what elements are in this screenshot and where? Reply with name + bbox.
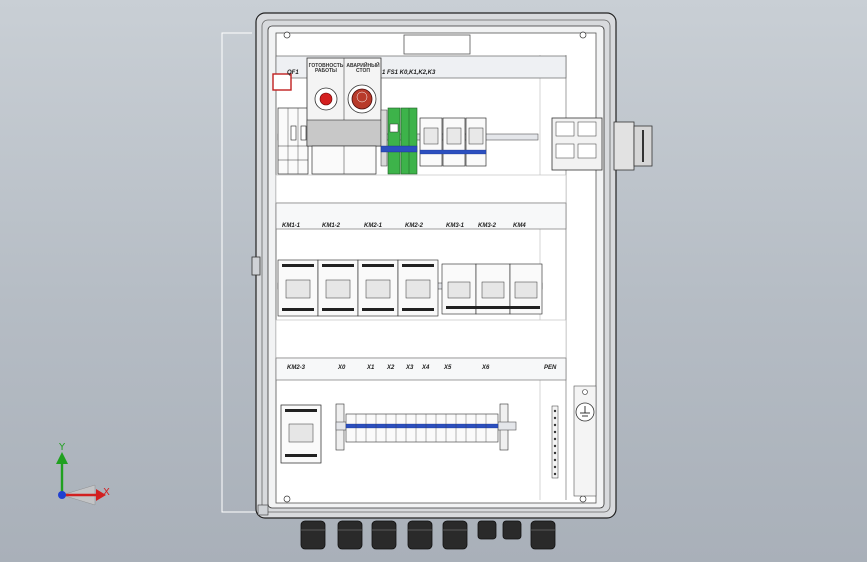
- nameplate-label: [403, 34, 471, 55]
- door-hinge-guide: [221, 32, 256, 513]
- label-km4: KM4: [513, 223, 526, 229]
- label-km1-1: KM1-1: [282, 223, 301, 229]
- cable-glands[interactable]: [300, 520, 556, 550]
- row2-top-duct: [275, 202, 567, 230]
- main-disconnect-switch[interactable]: [551, 117, 653, 171]
- label-ready-header: ГОТОВНОСТЬ РАБОТЫ: [308, 63, 344, 74]
- triad-y-label: Y: [59, 442, 66, 453]
- enclosure-corner-foot: [257, 504, 269, 516]
- label-km3-1: KM3-1: [446, 223, 465, 229]
- label-km2-1: KM2-1: [364, 223, 383, 229]
- label-km3-2: KM3-2: [478, 223, 497, 229]
- label-x1: X1: [367, 365, 375, 371]
- terminal-block-strip[interactable]: [335, 403, 517, 451]
- interface-relays[interactable]: [380, 107, 418, 175]
- label-x2: X2: [387, 365, 395, 371]
- ready-indicator-lamp[interactable]: [319, 92, 333, 106]
- label-qf1: QF1: [287, 70, 299, 76]
- row2-bottom-duct: [275, 319, 567, 359]
- label-x0: X0: [338, 365, 346, 371]
- coordinate-triad-icon: [56, 452, 106, 506]
- qf1-circuit-breakers[interactable]: [272, 73, 309, 175]
- label-pen: PEN: [544, 365, 557, 371]
- row3-top-duct: [275, 357, 567, 381]
- door-latch[interactable]: [251, 256, 261, 276]
- km2-3-contactor[interactable]: [280, 404, 322, 464]
- pushbutton-station[interactable]: [306, 57, 382, 175]
- emergency-stop-button[interactable]: [351, 88, 373, 110]
- label-x6: X6: [482, 365, 490, 371]
- row1-bottom-duct: [275, 174, 567, 204]
- label-km1-2: KM1-2: [322, 223, 341, 229]
- label-estop-header: АВАРИЙНЫЙ СТОП: [346, 63, 380, 74]
- label-x4: X4: [422, 365, 430, 371]
- row2-contactors[interactable]: [277, 259, 543, 317]
- label-x5: X5: [444, 365, 452, 371]
- pen-ground-bar[interactable]: [551, 405, 559, 479]
- label-x3: X3: [406, 365, 414, 371]
- label-fs1-group: 1 FS1 K0,K1,K2,K3: [382, 70, 436, 76]
- triad-x-label: X: [103, 487, 110, 498]
- row1-contactors[interactable]: [419, 117, 487, 167]
- mounting-screws: [283, 31, 587, 503]
- qf1-selection-box[interactable]: [272, 73, 292, 91]
- label-km2-2: KM2-2: [405, 223, 424, 229]
- label-km2-3: KM2-3: [287, 365, 306, 371]
- ground-symbol-icon: [573, 385, 597, 497]
